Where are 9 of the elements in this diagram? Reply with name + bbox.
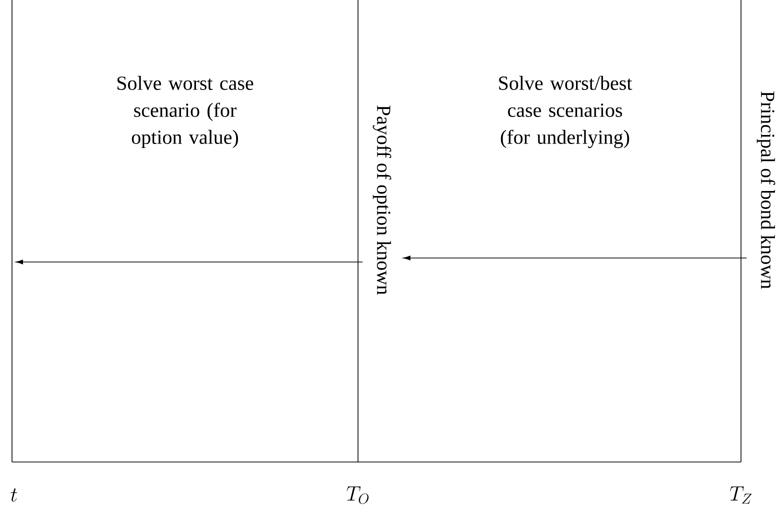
axis-label: $T_O$ [346,486,369,504]
region-label: Solve worst/best case scenarios (for underlying) [499,76,632,148]
rotated-label: Payoff of option known [372,106,392,295]
axis-label: $T_Z$ [730,486,752,504]
arrow [16,260,363,264]
arrow [403,256,748,260]
region-label: Solve worst case scenario (for option value) [117,76,254,148]
rotated-label: Principal of bond known [756,91,776,289]
axis-label: $t$ [10,488,18,502]
